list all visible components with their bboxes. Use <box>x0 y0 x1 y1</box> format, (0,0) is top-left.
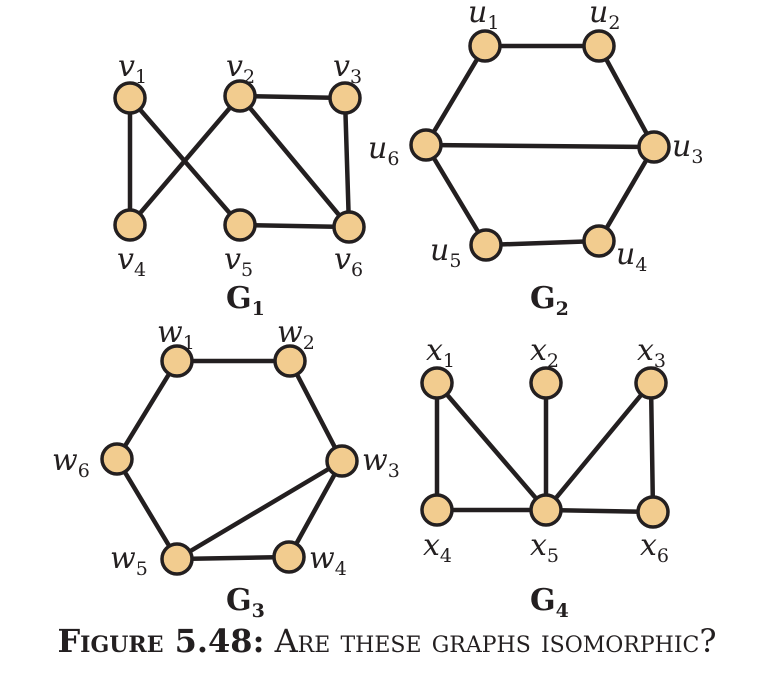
vertex-label-x3: x3 <box>637 333 666 372</box>
vertex-x5 <box>529 493 563 527</box>
edge-u4-u5 <box>483 238 602 248</box>
vertex-label-v3: v3 <box>333 49 362 88</box>
vertex-w2 <box>273 344 307 378</box>
vertex-v4 <box>113 208 147 242</box>
edge-u5-u6 <box>423 142 489 248</box>
vertex-x1 <box>420 366 454 400</box>
vertex-label-w2: w2 <box>277 315 315 354</box>
vertex-u2 <box>582 29 616 63</box>
vertex-v5 <box>223 208 257 242</box>
vertex-v2 <box>223 79 257 113</box>
vertex-label-u6: u6 <box>368 131 399 170</box>
vertex-label-v5: v5 <box>224 242 253 281</box>
vertex-label-u2: u2 <box>589 0 620 34</box>
vertex-label-u1: u1 <box>468 0 499 34</box>
vertex-label-w3: w3 <box>362 443 400 482</box>
vertex-v6 <box>332 210 366 244</box>
vertex-x3 <box>634 366 668 400</box>
vertex-label-w1: w1 <box>157 315 195 354</box>
edge-u3-u4 <box>596 144 657 244</box>
edge-x3-x5 <box>543 380 654 513</box>
vertex-u1 <box>468 29 502 63</box>
vertex-label-x2: x2 <box>530 333 559 372</box>
vertex-w1 <box>160 344 194 378</box>
edge-u2-u3 <box>596 43 657 150</box>
vertex-x4 <box>420 493 454 527</box>
vertex-label-v2: v2 <box>226 49 255 88</box>
edge-v2-v4 <box>127 93 243 228</box>
caption-label: Figure 5.48: <box>57 622 265 660</box>
graph-label-g4: G4 <box>530 583 569 618</box>
vertex-u3 <box>637 130 671 164</box>
vertex-label-x1: x1 <box>426 333 455 372</box>
vertex-label-x5: x5 <box>530 528 559 567</box>
edge-v5-v6 <box>237 222 352 230</box>
edge-v2-v6 <box>237 93 352 230</box>
edge-w4-w5 <box>174 554 292 562</box>
vertex-label-u4: u4 <box>616 237 647 276</box>
vertex-label-u5: u5 <box>430 233 461 272</box>
edge-w3-w4 <box>286 458 345 560</box>
edge-w2-w3 <box>287 358 345 464</box>
graph-label-g3: G3 <box>226 583 265 618</box>
vertex-label-w4: w4 <box>309 541 347 580</box>
vertex-w6 <box>100 442 134 476</box>
caption-text: Are these graphs isomorphic? <box>274 622 717 660</box>
vertex-label-x6: x6 <box>640 528 669 567</box>
edge-x1-x5 <box>434 380 549 513</box>
graph-label-g1: G1 <box>226 281 265 320</box>
vertex-u4 <box>582 224 616 258</box>
vertex-u5 <box>469 228 503 262</box>
vertex-v1 <box>113 81 147 115</box>
edge-w3-w5 <box>174 458 345 562</box>
vertex-label-w6: w6 <box>52 443 90 482</box>
vertex-w5 <box>160 542 194 576</box>
graph-label-g2: G2 <box>530 281 569 320</box>
edge-x5-x6 <box>543 507 656 515</box>
vertex-u6 <box>409 128 443 162</box>
vertex-x2 <box>529 366 563 400</box>
vertex-label-x4: x4 <box>423 528 452 567</box>
vertex-label-v6: v6 <box>334 242 363 281</box>
edge-w5-w6 <box>114 456 180 562</box>
vertex-x6 <box>636 495 670 529</box>
edge-u6-u1 <box>423 43 488 148</box>
edge-u6-u3 <box>423 142 657 150</box>
figure-caption: Figure 5.48: Are these graphs isomorphic… <box>0 622 774 660</box>
vertex-label-v1: v1 <box>118 49 147 88</box>
edge-v2-v3 <box>237 93 348 101</box>
edge-x3-x6 <box>648 380 656 515</box>
vertex-label-u3: u3 <box>672 129 703 168</box>
vertex-label-v4: v4 <box>117 242 146 281</box>
vertex-w3 <box>325 444 359 478</box>
edge-v3-v6 <box>342 95 352 230</box>
vertex-w4 <box>272 540 306 574</box>
vertex-v3 <box>328 81 362 115</box>
edge-w6-w1 <box>114 358 180 462</box>
vertex-label-w5: w5 <box>110 541 148 580</box>
